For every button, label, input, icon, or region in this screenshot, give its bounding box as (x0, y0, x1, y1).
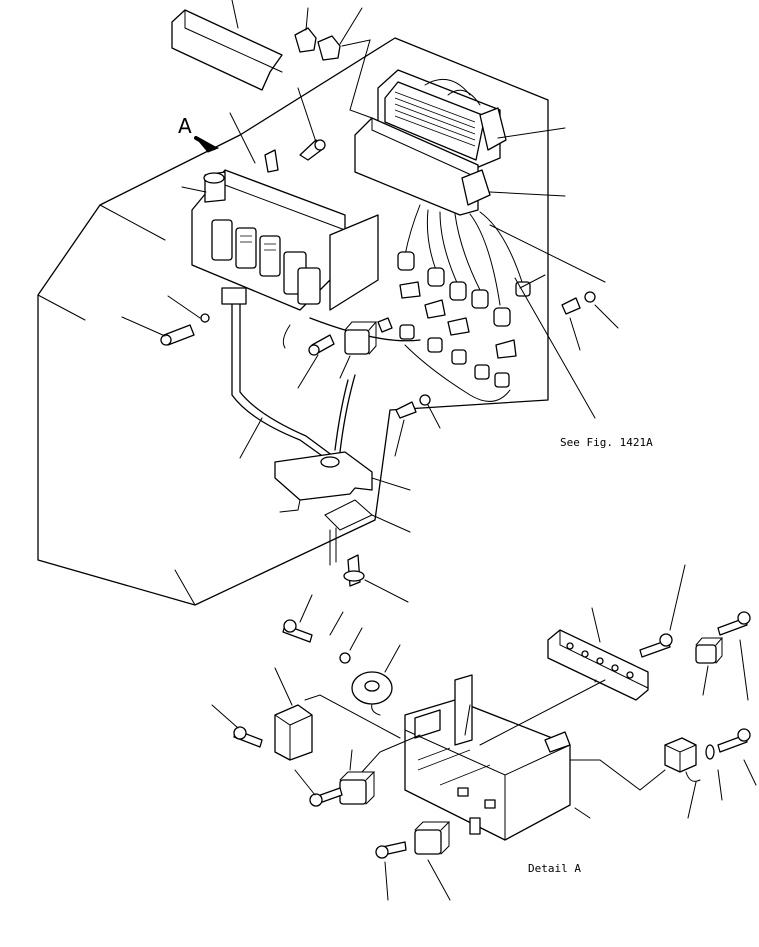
fuse-box (354, 69, 507, 216)
detail-relay-2 (414, 821, 451, 855)
wire-harness (221, 287, 421, 461)
relay-mid (344, 321, 378, 355)
terminal-strip (547, 629, 649, 701)
screw-left (160, 313, 210, 346)
screw-right (561, 291, 596, 315)
connectors (397, 251, 531, 388)
fuse-box-cover (171, 9, 283, 91)
detail-screws-top (282, 619, 351, 664)
detail-screw-bottom-left (309, 787, 343, 807)
clip-parts (294, 27, 341, 61)
flasher-unit (351, 671, 393, 716)
screw-below-plate (343, 554, 365, 587)
detail-screw-left (233, 726, 263, 748)
detail-screw-bottom (375, 841, 407, 859)
detail-relay-big (274, 704, 313, 761)
screw-top (299, 139, 326, 161)
relay-row (203, 171, 321, 305)
screw-mid (308, 334, 335, 356)
screw-right-bottom (705, 728, 751, 760)
view-marker-a: A (178, 114, 192, 138)
detail-caption: Detail A (528, 862, 581, 875)
fuse-box-wires (404, 204, 523, 306)
see-fig-reference: See Fig. 1421A (560, 436, 653, 449)
screw-lower-mid (395, 394, 431, 419)
detail-relay-3 (695, 637, 724, 664)
screw-strip (639, 633, 673, 658)
view-arrow (194, 136, 220, 153)
clamps (399, 281, 517, 359)
detail-relay-1 (339, 771, 376, 805)
screw-right-top (717, 611, 751, 636)
cab-panel (37, 37, 549, 606)
floor-plate (274, 451, 373, 566)
buzzer-unit (664, 737, 701, 782)
detail-bracket (404, 674, 571, 841)
